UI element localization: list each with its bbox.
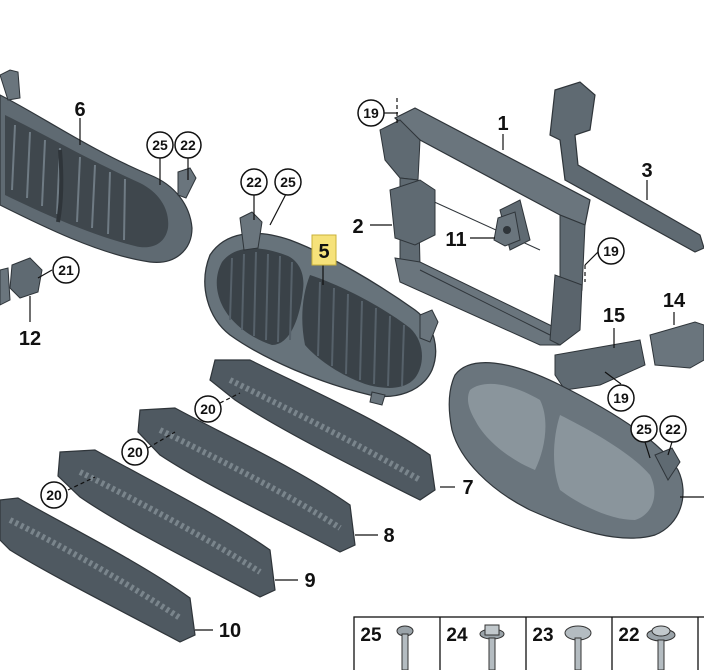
circle-25-b: 25 bbox=[280, 174, 296, 190]
circled-callouts: 25 22 22 25 21 19 19 19 20 20 20 25 22 bbox=[40, 99, 687, 509]
part-9-duct bbox=[57, 449, 276, 598]
leader-lines bbox=[29, 98, 704, 631]
part-10-duct bbox=[0, 497, 196, 643]
part-12-bracket bbox=[0, 257, 43, 306]
callout-12: 12 bbox=[19, 328, 41, 350]
callout-1: 1 bbox=[497, 113, 508, 135]
callout-15: 15 bbox=[603, 305, 625, 327]
part-15-duct bbox=[554, 339, 646, 391]
screw-24-icon bbox=[479, 624, 505, 670]
circle-22-b: 22 bbox=[246, 174, 262, 190]
screw-22-icon bbox=[646, 625, 676, 670]
callout-7: 7 bbox=[462, 477, 473, 499]
callout-5-highlight bbox=[311, 234, 337, 266]
part-6-grille bbox=[0, 69, 197, 263]
circle-25-a: 25 bbox=[152, 137, 168, 153]
table-cell-22: 22 bbox=[618, 625, 639, 646]
callout-14: 14 bbox=[663, 290, 686, 312]
circle-19-a: 19 bbox=[363, 105, 379, 121]
part-7-duct bbox=[209, 359, 436, 501]
circle-22-a: 22 bbox=[180, 137, 196, 153]
part-2-bracket bbox=[389, 179, 436, 246]
table-cell-24: 24 bbox=[446, 625, 468, 646]
circle-19-c: 19 bbox=[613, 390, 629, 406]
callout-5: 5 bbox=[318, 241, 329, 263]
circle-20-a: 20 bbox=[200, 401, 216, 417]
callout-9: 9 bbox=[304, 570, 315, 592]
callout-10: 10 bbox=[219, 620, 241, 642]
part-shroud bbox=[448, 362, 684, 539]
part-14-duct bbox=[649, 321, 704, 369]
circle-25-c: 25 bbox=[636, 421, 652, 437]
callout-8: 8 bbox=[383, 525, 394, 547]
screw-23-icon bbox=[564, 625, 592, 670]
table-cell-25: 25 bbox=[360, 625, 382, 646]
part-3-bracket bbox=[549, 81, 704, 253]
screw-25-icon bbox=[396, 625, 414, 670]
circle-20-c: 20 bbox=[46, 487, 62, 503]
circle-21: 21 bbox=[58, 262, 74, 278]
circle-19-b: 19 bbox=[603, 243, 619, 259]
callout-6: 6 bbox=[74, 99, 85, 121]
callout-11: 11 bbox=[445, 229, 466, 251]
fastener-table: 25 24 23 22 bbox=[353, 616, 704, 670]
callout-2: 2 bbox=[352, 216, 363, 238]
table-cell-23: 23 bbox=[532, 625, 553, 646]
part-5-grille bbox=[204, 211, 439, 406]
part-8-duct bbox=[137, 407, 356, 553]
part-11-bracket bbox=[493, 211, 521, 247]
circle-20-b: 20 bbox=[127, 444, 143, 460]
callout-3: 3 bbox=[641, 160, 652, 182]
circle-22-c: 22 bbox=[665, 421, 681, 437]
